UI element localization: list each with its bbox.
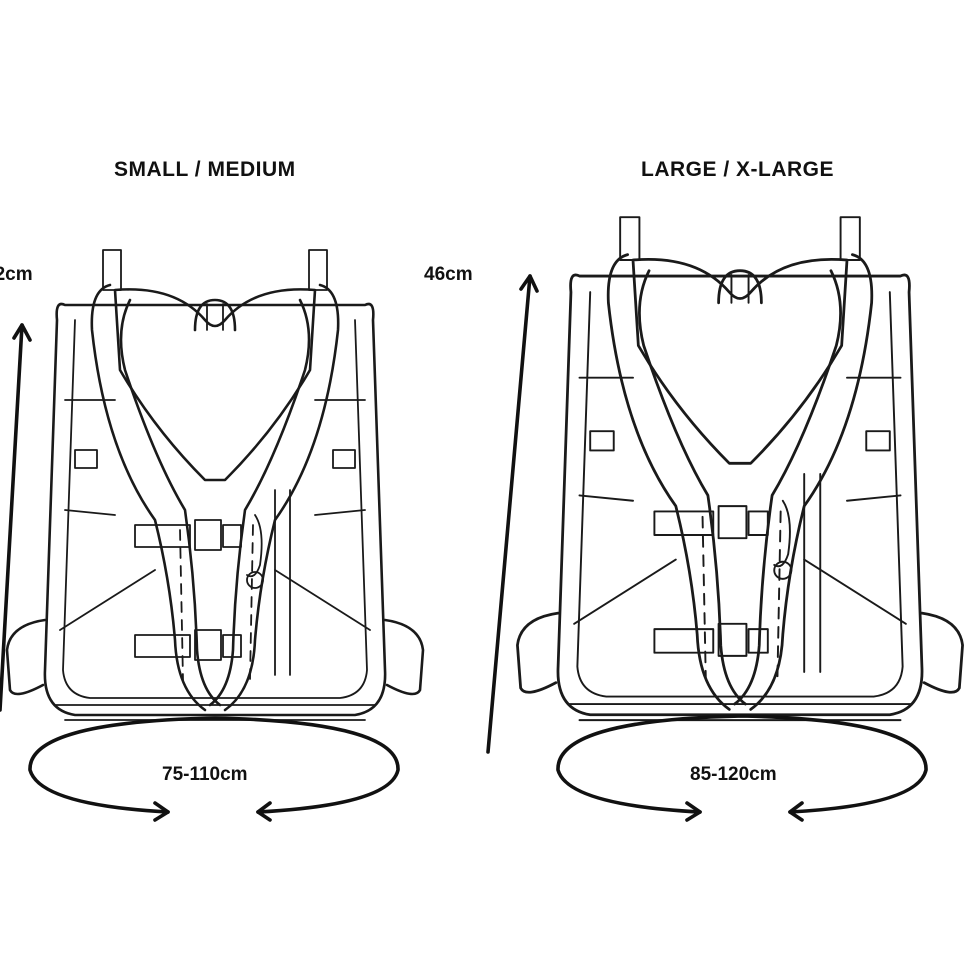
large-xlarge-girth-arrow bbox=[556, 714, 928, 822]
large-xlarge-vest bbox=[516, 215, 964, 722]
large-xlarge-title: LARGE / X-LARGE bbox=[641, 158, 835, 181]
small-medium-vest bbox=[5, 248, 425, 722]
large-xlarge-height-arrow bbox=[486, 274, 539, 754]
large-xlarge-girth-label: 85-120cm bbox=[690, 764, 777, 785]
small-medium-title: SMALL / MEDIUM bbox=[114, 158, 296, 181]
large-xlarge-height-label: 46cm bbox=[424, 264, 473, 285]
small-medium-height-label: 42cm bbox=[0, 264, 33, 285]
small-medium-girth-label: 75-110cm bbox=[162, 764, 248, 785]
small-medium-girth-arrow bbox=[28, 716, 400, 822]
small-medium-height-arrow bbox=[0, 323, 32, 712]
